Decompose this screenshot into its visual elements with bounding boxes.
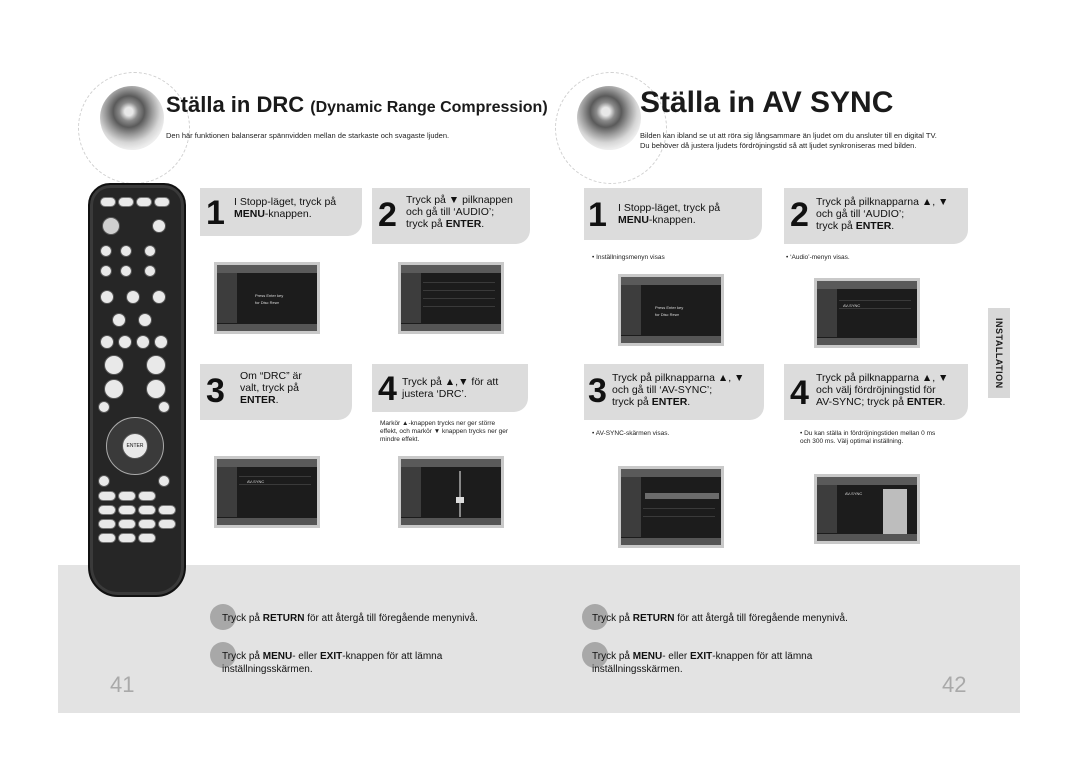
right-step4-note: • Du kan ställa in fördröjningstiden mel… [800, 430, 936, 445]
left-step4-note: Markör ▲-knappen trycks ner ger större e… [380, 420, 509, 443]
screen-setup-menu: Press Enter key for Disc Rewr [214, 262, 320, 334]
tip-bullet [582, 604, 608, 630]
tip-exit-left: Tryck på MENU- eller EXIT-knappen för at… [222, 651, 443, 675]
left-step-1: 1 I Stopp-läget, tryck på MENU-knappen. [200, 188, 362, 236]
screen-avsync-adjust: AV-SYNC [814, 474, 920, 544]
subtitle-right: Bilden kan ibland se ut att röra sig lån… [640, 131, 937, 150]
screen-drc-select: AV-SYNC [214, 456, 320, 528]
right-step-2: 2 Tryck på pilknapparna ▲, ▼ och gå till… [784, 188, 968, 244]
tip-bullet [582, 642, 608, 668]
screen-audio-menu-right: AV-SYNC [814, 278, 920, 348]
page-number-left: 41 [110, 672, 135, 697]
left-step-3: 3 Om “DRC” är valt, tryck på ENTER. [200, 364, 352, 420]
right-step3-note: • AV-SYNC-skärmen visas. [592, 430, 670, 437]
decor-halo [555, 72, 667, 184]
screen-drc-adjust [398, 456, 504, 528]
tip-return-left: Tryck på RETURN för att återgå till före… [222, 613, 478, 624]
bottom-band [58, 565, 1020, 713]
subtitle-left: Den här funktionen balanserar spännvidde… [166, 131, 450, 140]
screen-audio-menu [398, 262, 504, 334]
page-number-right: 42 [942, 672, 967, 697]
page-title-right: Ställa in AV SYNC [640, 86, 894, 119]
screen-avsync-select [618, 466, 724, 548]
section-tab: INSTALLATION [988, 308, 1010, 398]
tip-return-right: Tryck på RETURN för att återgå till före… [592, 613, 848, 624]
remote-control: ENTER [88, 183, 186, 597]
speaker-icon [577, 86, 641, 150]
page-title-left: Ställa in DRC (Dynamic Range Compression… [166, 92, 548, 117]
left-step-4: 4 Tryck på ▲,▼ för att justera ‘DRC’. [372, 364, 528, 412]
right-step-3: 3 Tryck på pilknapparna ▲, ▼ och gå till… [584, 364, 764, 420]
speaker-icon [100, 86, 164, 150]
left-step-2: 2 Tryck på ▼ pilknappen och gå till ‘AUD… [372, 188, 530, 244]
right-step1-note: • Inställningsmenyn visas [592, 254, 665, 261]
enter-button: ENTER [122, 433, 148, 459]
tip-exit-right: Tryck på MENU- eller EXIT-knappen för at… [592, 651, 813, 675]
right-step2-note: • ‘Audio’-menyn visas. [786, 254, 850, 261]
tip-bullet [210, 642, 236, 668]
right-step-4: 4 Tryck på pilknapparna ▲, ▼ och välj fö… [784, 364, 968, 420]
right-step-1: 1 I Stopp-läget, tryck på MENU-knappen. [584, 188, 762, 240]
screen-setup-menu-right: Press Enter key for Disc Rewr [618, 274, 724, 346]
tip-bullet [210, 604, 236, 630]
